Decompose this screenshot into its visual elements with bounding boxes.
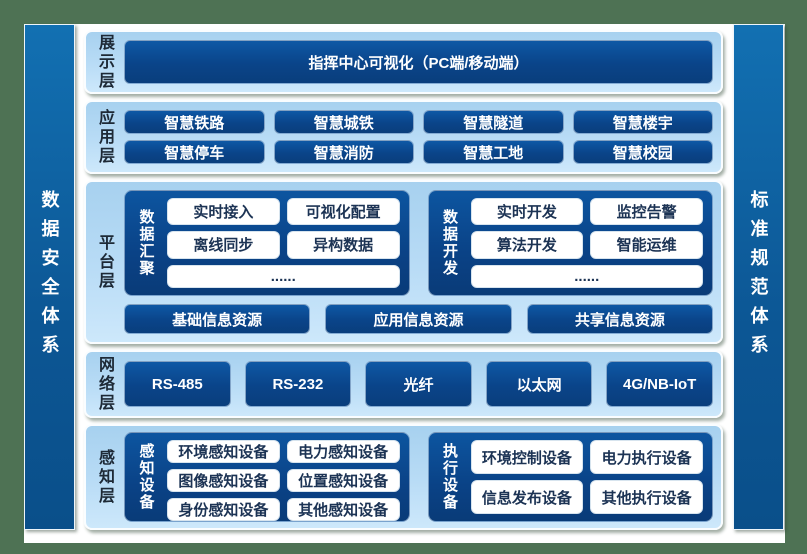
network-box-rs485: RS-485 [124, 361, 231, 407]
platform-box-algorithm-dev: 算法开发 [470, 231, 584, 259]
app-box-metro: 智慧城铁 [273, 110, 414, 134]
diagram-canvas: 数据安全体系 标准规范体系 展示层 指挥中心可视化（PC端/移动端） 应用层 智… [24, 24, 785, 543]
app-box-tunnel: 智慧隧道 [423, 110, 564, 134]
app-box-fire: 智慧消防 [273, 140, 414, 164]
resource-box-basic-info: 基础信息资源 [124, 304, 311, 334]
group-data-development: 数据开发 实时开发 监控告警 算法开发 智能运维 ...... [427, 190, 713, 296]
network-box-ethernet: 以太网 [485, 361, 593, 407]
resource-box-shared-info: 共享信息资源 [526, 304, 713, 334]
platform-box-monitor-alert: 监控告警 [590, 198, 703, 226]
platform-box-visual-config: 可视化配置 [286, 198, 400, 226]
layer-label-network: 网络层 [96, 355, 113, 413]
exec-box-env-control: 环境控制设备 [470, 440, 584, 474]
layer-panel-platform: 平台层 数据汇聚 实时接入 可视化配置 离线同步 异构数据 ...... 数据开… [84, 180, 723, 344]
platform-box-realtime-access: 实时接入 [167, 198, 280, 226]
layer-panel-network: 网络层 RS-485 RS-232 光纤 以太网 4G/NB-IoT [84, 350, 723, 418]
exec-box-power-exec: 电力执行设备 [590, 440, 703, 474]
platform-box-aggregation-more: ...... [167, 264, 400, 288]
group-execution-devices: 执行设备 环境控制设备 电力执行设备 信息发布设备 其他执行设备 [427, 432, 713, 522]
sense-box-identity: 身份感知设备 [167, 498, 280, 521]
sense-box-other: 其他感知设备 [286, 498, 400, 521]
sense-box-image: 图像感知设备 [167, 469, 280, 492]
resource-box-app-info: 应用信息资源 [325, 304, 512, 334]
exec-box-info-publish: 信息发布设备 [470, 480, 584, 514]
layer-panel-application: 应用层 智慧铁路 智慧城铁 智慧隧道 智慧楼宇 智慧停车 智慧消防 智慧工地 智… [84, 100, 723, 174]
exec-box-other-exec: 其他执行设备 [590, 480, 703, 514]
layer-panel-perception: 感知层 感知设备 环境感知设备 电力感知设备 图像感知设备 位置感知设备 身份感… [84, 424, 723, 530]
sense-box-location: 位置感知设备 [286, 469, 400, 492]
app-box-campus: 智慧校园 [572, 140, 713, 164]
network-box-4g-nbiot: 4G/NB-IoT [606, 361, 713, 407]
layer-label-platform: 平台层 [96, 233, 113, 291]
platform-box-hetero-data: 异构数据 [286, 231, 400, 259]
layer-label-perception: 感知层 [96, 448, 113, 506]
network-box-rs232: RS-232 [244, 361, 352, 407]
group-label-data-aggregation: 数据汇聚 [137, 209, 155, 277]
group-label-data-development: 数据开发 [441, 209, 458, 277]
layer-panel-display: 展示层 指挥中心可视化（PC端/移动端） [84, 30, 723, 94]
app-box-railway: 智慧铁路 [124, 110, 265, 134]
display-title-box: 指挥中心可视化（PC端/移动端） [124, 40, 713, 84]
sidebar-standards: 标准规范体系 [733, 24, 784, 530]
group-data-aggregation: 数据汇聚 实时接入 可视化配置 离线同步 异构数据 ...... [124, 190, 410, 296]
sidebar-standards-label: 标准规范体系 [748, 190, 769, 364]
sense-box-power: 电力感知设备 [286, 440, 400, 463]
sidebar-data-security: 数据安全体系 [24, 24, 75, 530]
app-box-parking: 智慧停车 [124, 140, 265, 164]
layer-label-display: 展示层 [96, 33, 113, 91]
platform-box-offline-sync: 离线同步 [167, 231, 280, 259]
sense-box-environment: 环境感知设备 [167, 440, 280, 463]
group-label-execution-devices: 执行设备 [441, 443, 458, 511]
group-sensing-devices: 感知设备 环境感知设备 电力感知设备 图像感知设备 位置感知设备 身份感知设备 … [124, 432, 410, 522]
platform-box-realtime-dev: 实时开发 [470, 198, 584, 226]
platform-box-development-more: ...... [470, 264, 703, 288]
app-box-building: 智慧楼宇 [572, 110, 713, 134]
sidebar-data-security-label: 数据安全体系 [39, 190, 60, 364]
app-box-site: 智慧工地 [423, 140, 564, 164]
network-box-fiber: 光纤 [365, 361, 472, 407]
layer-label-application: 应用层 [96, 108, 113, 166]
platform-box-intelligent-ops: 智能运维 [590, 231, 703, 259]
group-label-sensing-devices: 感知设备 [137, 443, 155, 511]
